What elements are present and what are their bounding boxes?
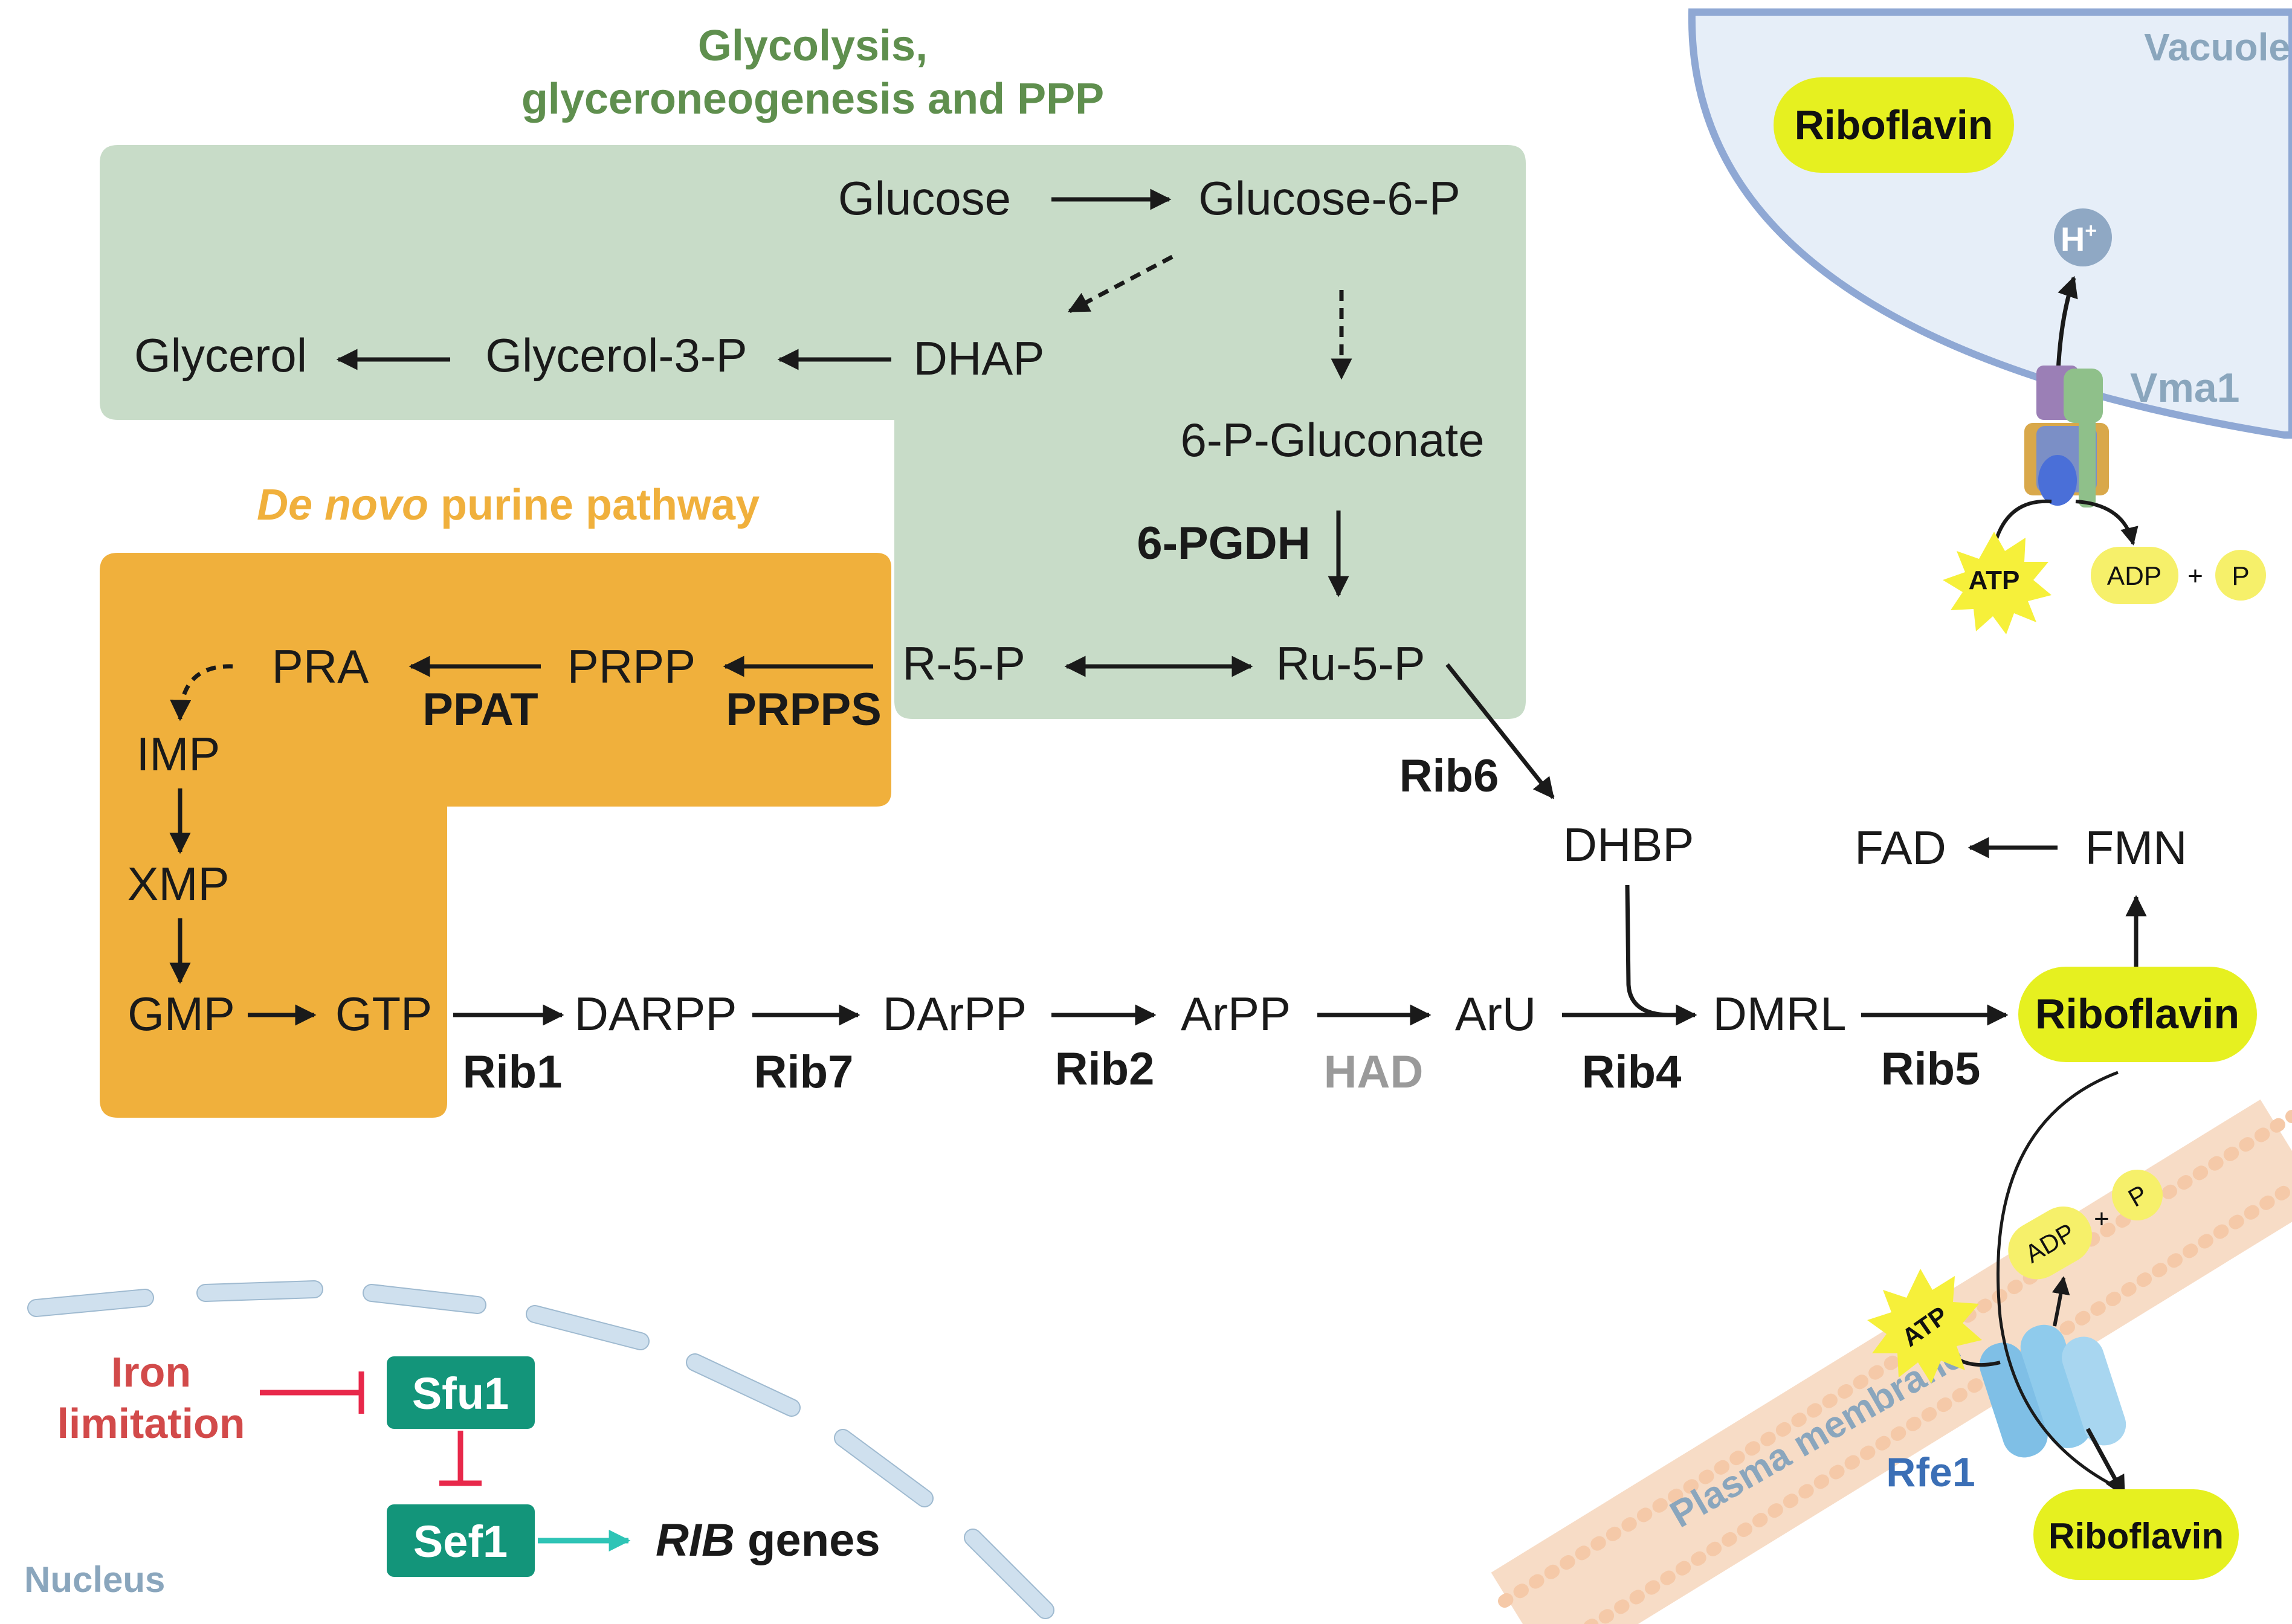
membrane-plus: +	[2094, 1204, 2110, 1234]
arrow-riboflavin-export	[2085, 1428, 2126, 1498]
glycolysis-header-line1: Glycolysis,	[698, 22, 928, 70]
enzyme-had: HAD	[1324, 1046, 1424, 1098]
node-glucose: Glucose	[838, 172, 1011, 225]
vacuole-adp-label: ADP	[2107, 561, 2161, 591]
vma1-label: Vma1	[2130, 365, 2239, 411]
node-pra: PRA	[272, 640, 369, 693]
node-imp: IMP	[137, 727, 221, 781]
vacuole-label: Vacuole	[2144, 25, 2290, 69]
vacuole-riboflavin-pill	[1774, 77, 2014, 173]
enzyme-6-pgdh: 6-PGDH	[1137, 518, 1310, 569]
enzyme-ppat: PPAT	[422, 684, 538, 735]
riboflavin-main-label: Riboflavin	[2035, 990, 2239, 1037]
enzyme-rib7: Rib7	[754, 1046, 854, 1098]
enzyme-rib4: Rib4	[1582, 1046, 1682, 1098]
node-aru: ArU	[1455, 987, 1536, 1040]
arrow-g6p-to-dhap	[1067, 254, 1173, 314]
node-dhbp: DHBP	[1563, 818, 1694, 871]
node-dmrl: DMRL	[1713, 987, 1846, 1040]
vacuole-atp-label: ATP	[1969, 566, 2020, 595]
vacuole-plus: +	[2187, 561, 2203, 591]
node-prpp: PRPP	[567, 640, 696, 693]
node-6-p-gluconate: 6-P-Gluconate	[1181, 413, 1485, 466]
vacuole-phosphate-label: P	[2232, 561, 2249, 591]
rfe1-transporter-icon	[1979, 1324, 2126, 1458]
sef1-box	[387, 1504, 535, 1577]
node-darpp: DARPP	[575, 987, 737, 1040]
sfu1-label: Sfu1	[412, 1368, 509, 1419]
proton-label: H+	[2061, 219, 2097, 258]
arrow-adp-out	[2075, 500, 2139, 546]
glycolysis-header-line2: glyceroneogenesis and PPP	[521, 75, 1104, 123]
vacuole-atp-burst-icon	[1943, 532, 2052, 634]
node-darpp-reduced: DArPP	[883, 987, 1027, 1040]
purine-arrows	[169, 656, 873, 1026]
sfu1-box	[387, 1356, 535, 1429]
enzyme-rib6: Rib6	[1399, 750, 1499, 802]
rfe1-label: Rfe1	[1886, 1449, 1975, 1495]
node-fmn: FMN	[2085, 821, 2187, 874]
node-xmp: XMP	[127, 857, 229, 910]
vma1-pump-icon	[2024, 366, 2109, 507]
enzyme-prpps: PRPPS	[726, 684, 882, 735]
enzyme-rib5: Rib5	[1881, 1043, 1981, 1095]
purine-header-rest: purine pathway	[428, 481, 760, 529]
node-gmp: GMP	[128, 987, 235, 1040]
node-dhap: DHAP	[914, 332, 1045, 385]
nucleus-envelope	[27, 1280, 1054, 1619]
rib-genes-label: RIB genes	[656, 1515, 880, 1566]
purine-header: De novo purine pathway	[257, 481, 760, 529]
transport-curve	[1997, 1071, 2122, 1491]
enzyme-rib2: Rib2	[1055, 1043, 1155, 1095]
vacuole-phosphate-pill	[2215, 550, 2266, 601]
membrane-phosphate-pill	[2112, 1170, 2163, 1220]
plasma-membrane	[1491, 1099, 2292, 1624]
proton-icon	[2054, 208, 2112, 266]
arrow-membrane-adp-out	[2052, 1276, 2070, 1327]
ppp-arrows	[336, 188, 1555, 799]
ppp-region-box	[100, 145, 1526, 719]
purine-header-italic: De novo	[257, 481, 428, 529]
iron-label-line1: Iron	[111, 1348, 191, 1396]
node-r-5-p: R-5-P	[902, 637, 1025, 690]
vacuole-riboflavin-label: Riboflavin	[1795, 102, 1993, 148]
exported-riboflavin-pill	[2033, 1489, 2239, 1580]
rib-genes-italic: RIB	[656, 1515, 735, 1566]
arrow-atp-in	[1992, 499, 2052, 547]
node-glycerol: Glycerol	[134, 329, 307, 382]
rib-genes-rest: genes	[735, 1515, 880, 1566]
arrow-ru5p-to-dhbp	[1445, 663, 1555, 799]
exported-riboflavin-label: Riboflavin	[2048, 1516, 2224, 1556]
riboflavin-arrows	[453, 837, 2147, 1026]
membrane-adp-pill	[2008, 1206, 2093, 1280]
enzyme-rib1: Rib1	[463, 1046, 563, 1098]
iron-label-line2: limitation	[57, 1400, 245, 1447]
node-arpp: ArPP	[1181, 987, 1291, 1040]
nucleus-label: Nucleus	[24, 1559, 165, 1600]
riboflavin-main-pill	[2018, 967, 2257, 1062]
arrow-dhbp-to-dmrl	[1625, 884, 1668, 1017]
purine-region-box	[100, 553, 891, 1118]
node-glucose-6-p: Glucose-6-P	[1198, 172, 1461, 225]
node-fad: FAD	[1855, 821, 1946, 874]
sef1-label: Sef1	[413, 1516, 508, 1567]
vacuole-adp-pill	[2091, 547, 2178, 604]
membrane-atp-burst-icon	[1867, 1269, 1982, 1384]
node-gtp: GTP	[335, 987, 432, 1040]
node-ru-5-p: Ru-5-P	[1276, 637, 1425, 690]
node-glycerol-3-p: Glycerol-3-P	[485, 329, 747, 382]
arrow-pra-to-imp	[170, 664, 233, 721]
